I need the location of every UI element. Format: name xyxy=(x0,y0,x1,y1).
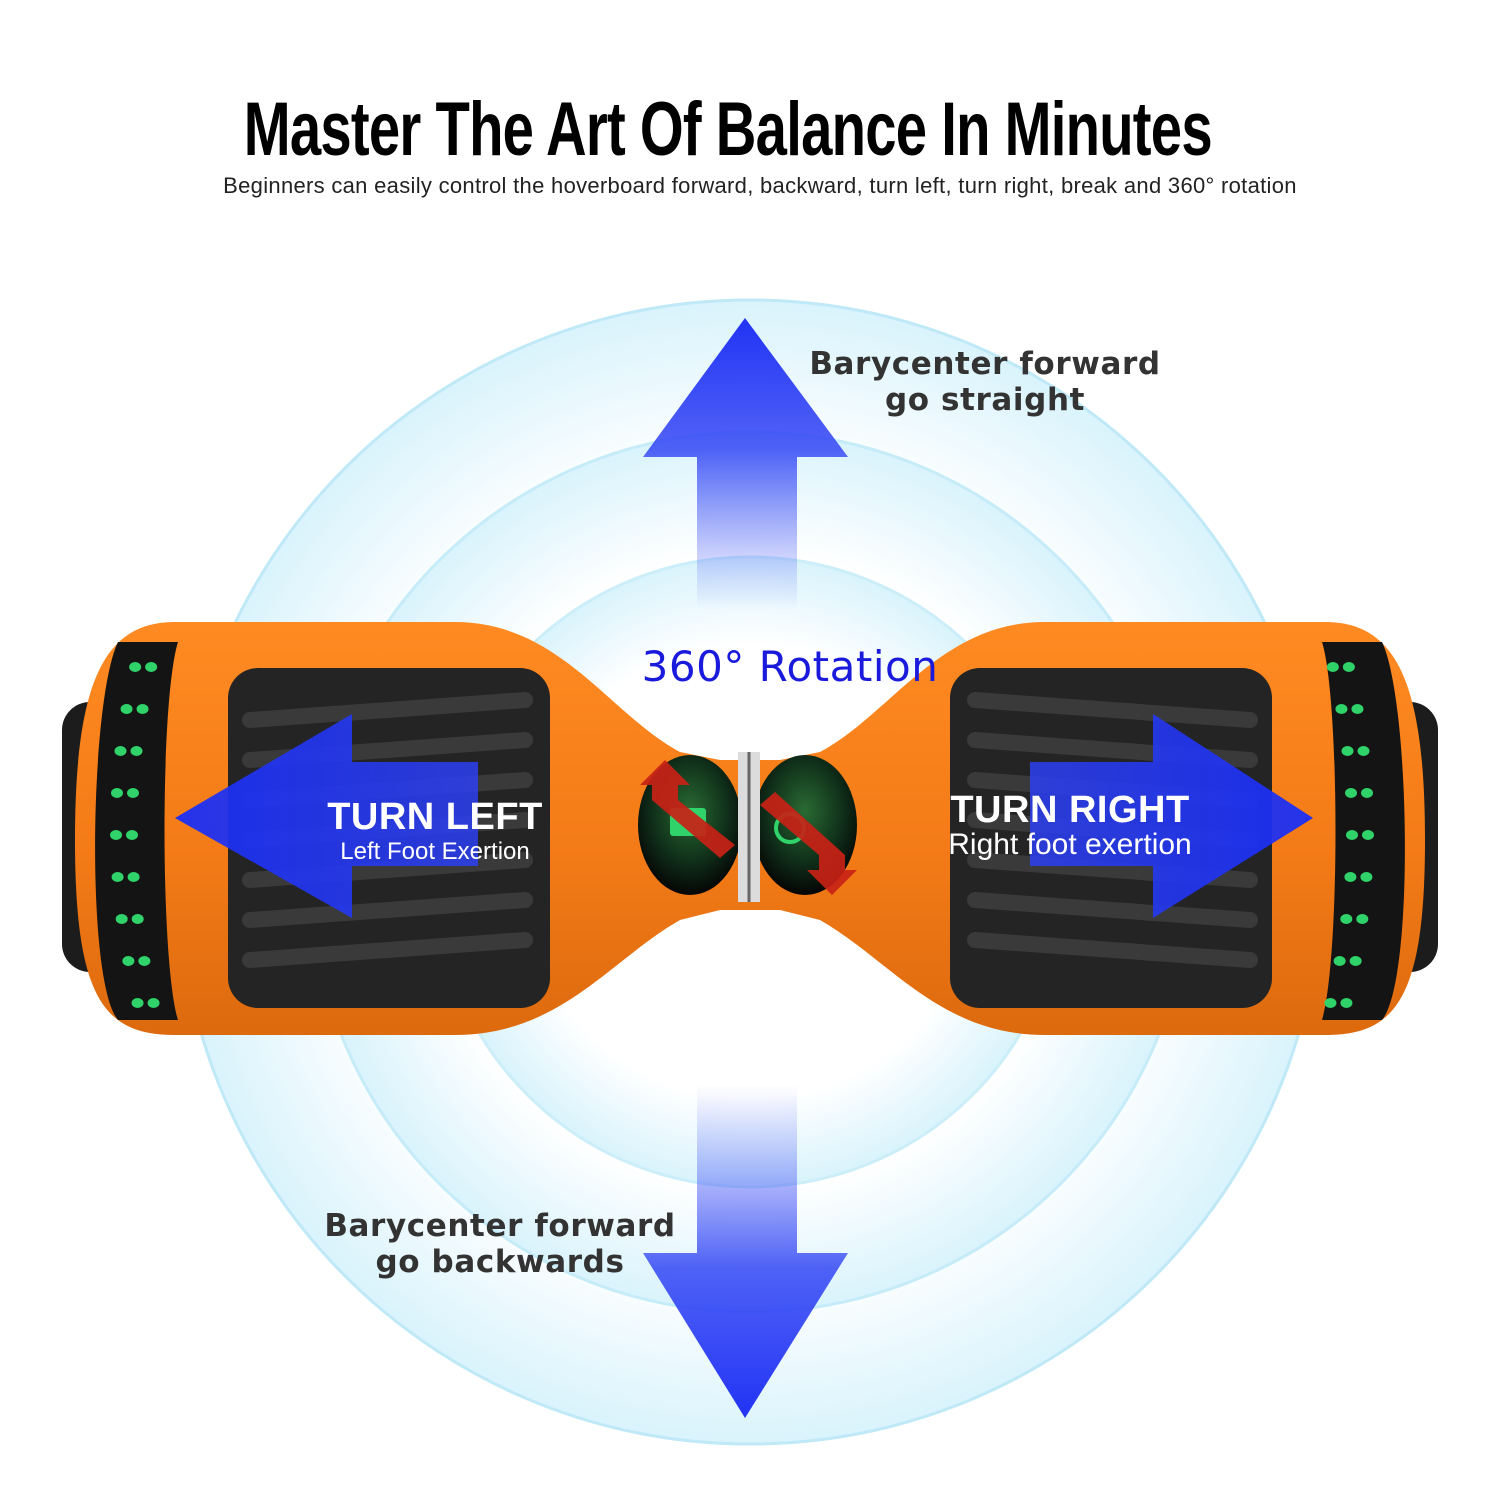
led-light xyxy=(1361,830,1374,840)
led-lights-left xyxy=(110,662,160,1008)
led-light xyxy=(1357,746,1370,756)
led-light xyxy=(131,914,144,924)
turn-left-title: TURN LEFT xyxy=(327,796,543,838)
led-light xyxy=(1333,956,1346,966)
led-light xyxy=(126,788,139,798)
arrow-right-icon xyxy=(1030,714,1313,918)
led-light xyxy=(110,788,123,798)
led-light xyxy=(1342,662,1355,672)
led-light xyxy=(145,662,158,672)
turn-right-label: TURN RIGHT Right foot exertion xyxy=(920,790,1220,860)
led-lights-right xyxy=(1324,662,1374,1008)
turn-left-label: TURN LEFT Left Foot Exertion xyxy=(300,797,570,867)
led-light xyxy=(114,746,127,756)
led-light xyxy=(1351,704,1364,714)
led-light xyxy=(136,704,149,714)
led-light xyxy=(1324,998,1337,1008)
led-light xyxy=(138,956,151,966)
forward-caption-line2: go straight xyxy=(884,382,1086,418)
led-light xyxy=(130,746,143,756)
backward-caption-line2: go backwards xyxy=(375,1244,625,1280)
arrow-up-icon xyxy=(643,318,848,610)
led-light xyxy=(120,704,133,714)
arrow-left-icon xyxy=(175,714,478,918)
led-light xyxy=(1340,998,1353,1008)
led-light xyxy=(1345,788,1358,798)
rotation-label: 360° Rotation xyxy=(641,642,939,691)
arrow-down-icon xyxy=(643,1085,848,1418)
led-light xyxy=(1361,788,1374,798)
led-light xyxy=(131,998,144,1008)
led-light xyxy=(126,830,139,840)
led-light xyxy=(1335,704,1348,714)
turn-right-title: TURN RIGHT xyxy=(950,789,1190,831)
turn-left-subtitle: Left Foot Exertion xyxy=(340,838,530,865)
led-light xyxy=(1349,956,1362,966)
headline: Master The Art Of Balance In Minutes xyxy=(243,87,1213,172)
forward-caption-line1: Barycenter forward xyxy=(809,346,1161,382)
led-light xyxy=(147,998,160,1008)
led-light xyxy=(127,872,140,882)
rotation-arrows-icon xyxy=(640,760,857,895)
led-light xyxy=(1360,872,1373,882)
backward-caption: Barycenter forward go backwards xyxy=(290,1208,710,1280)
led-light xyxy=(1326,662,1339,672)
turn-right-subtitle: Right foot exertion xyxy=(948,828,1192,861)
led-light xyxy=(110,830,123,840)
led-light xyxy=(1344,872,1357,882)
led-light xyxy=(122,956,135,966)
led-light xyxy=(1340,914,1353,924)
backward-caption-line1: Barycenter forward xyxy=(324,1208,676,1244)
led-light xyxy=(1356,914,1369,924)
led-light xyxy=(1341,746,1354,756)
led-light xyxy=(129,662,142,672)
led-light xyxy=(1345,830,1358,840)
led-light xyxy=(111,872,124,882)
forward-caption: Barycenter forward go straight xyxy=(770,346,1200,418)
subheadline: Beginners can easily control the hoverbo… xyxy=(223,173,1297,198)
led-light xyxy=(115,914,128,924)
